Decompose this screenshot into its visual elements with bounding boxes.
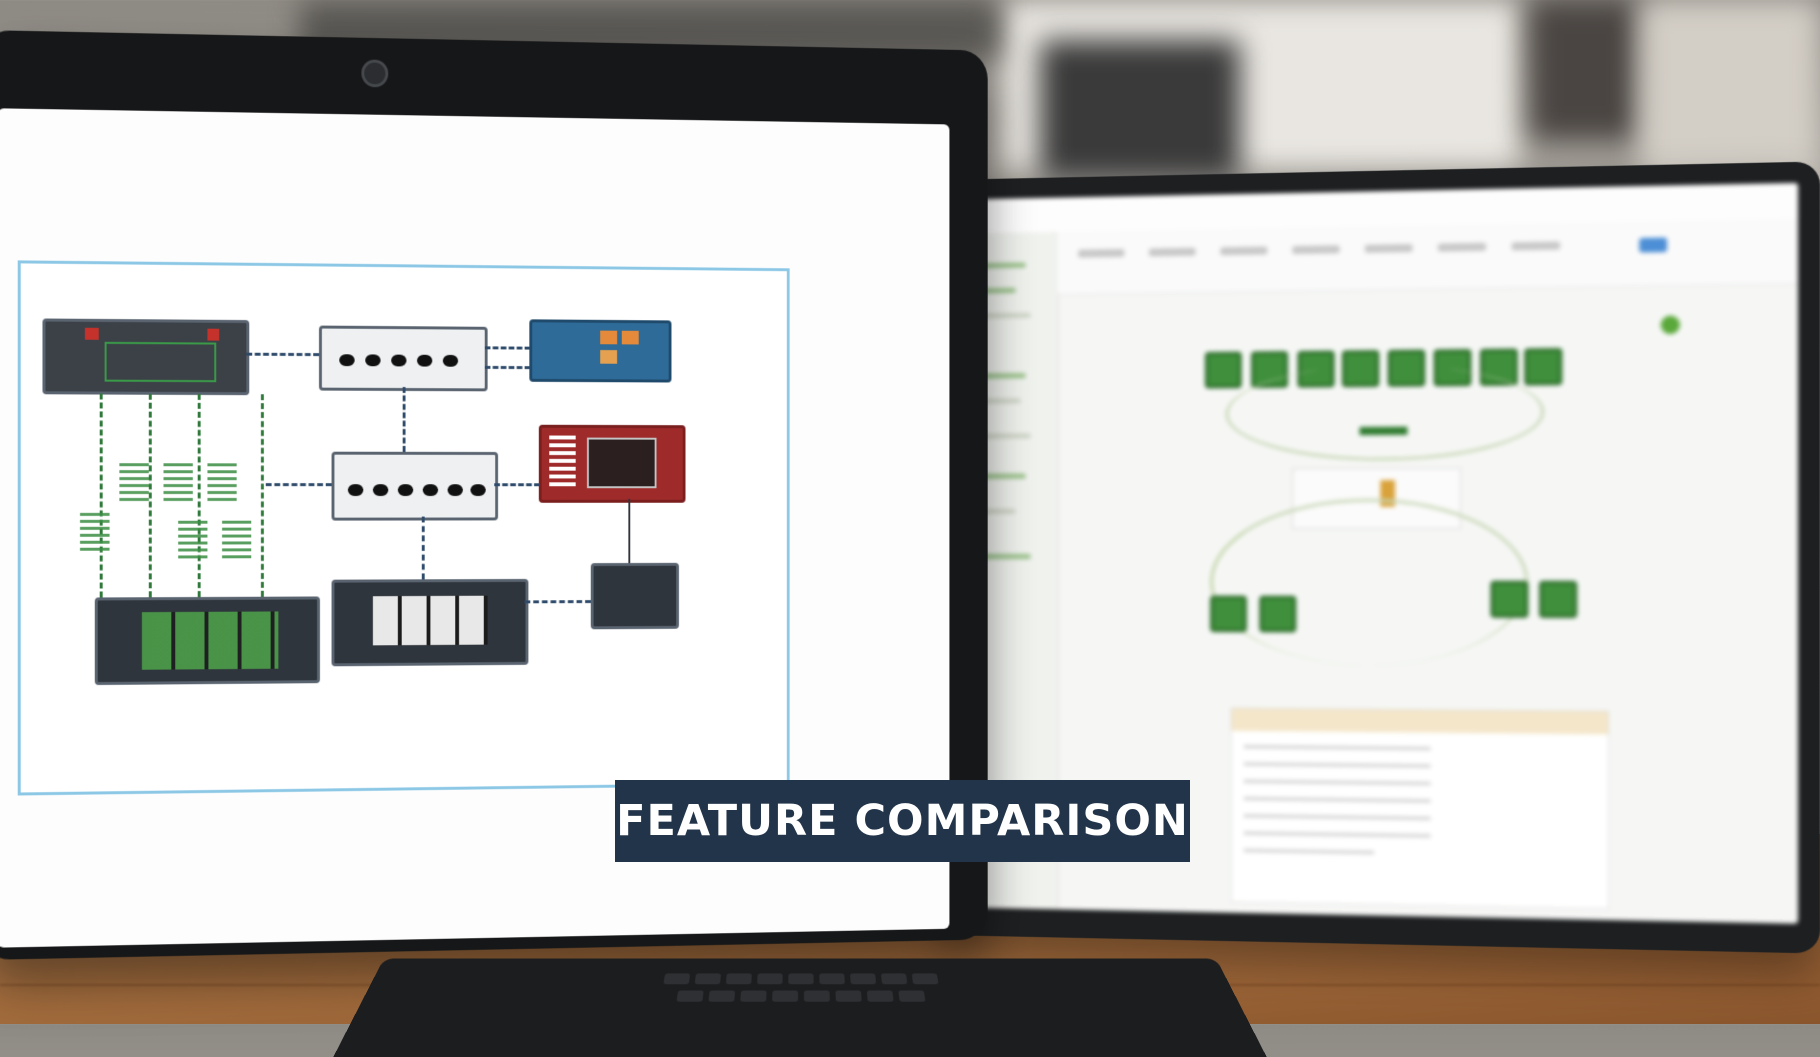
server-rack-device	[42, 318, 250, 396]
bottom-middle-panel	[331, 578, 529, 667]
bottom-left-panel	[94, 596, 320, 686]
red-router-device	[538, 424, 686, 503]
bottom-right-device	[590, 562, 679, 630]
network-diagram	[17, 260, 790, 796]
network-switch-middle	[331, 451, 499, 521]
cabinet-blur	[1040, 40, 1240, 180]
shelf-blur	[1530, 0, 1640, 140]
laptop-keyboard	[333, 958, 1267, 1057]
network-switch-top	[318, 325, 488, 392]
feature-comparison-banner: FEATURE COMPARISON	[615, 780, 1190, 862]
webcam-icon	[361, 59, 389, 88]
banner-title: FEATURE COMPARISON	[616, 796, 1189, 846]
monitor-data-table	[1230, 707, 1610, 910]
blue-panel-device	[529, 319, 672, 383]
monitor-app-toolbar	[1057, 218, 1799, 296]
